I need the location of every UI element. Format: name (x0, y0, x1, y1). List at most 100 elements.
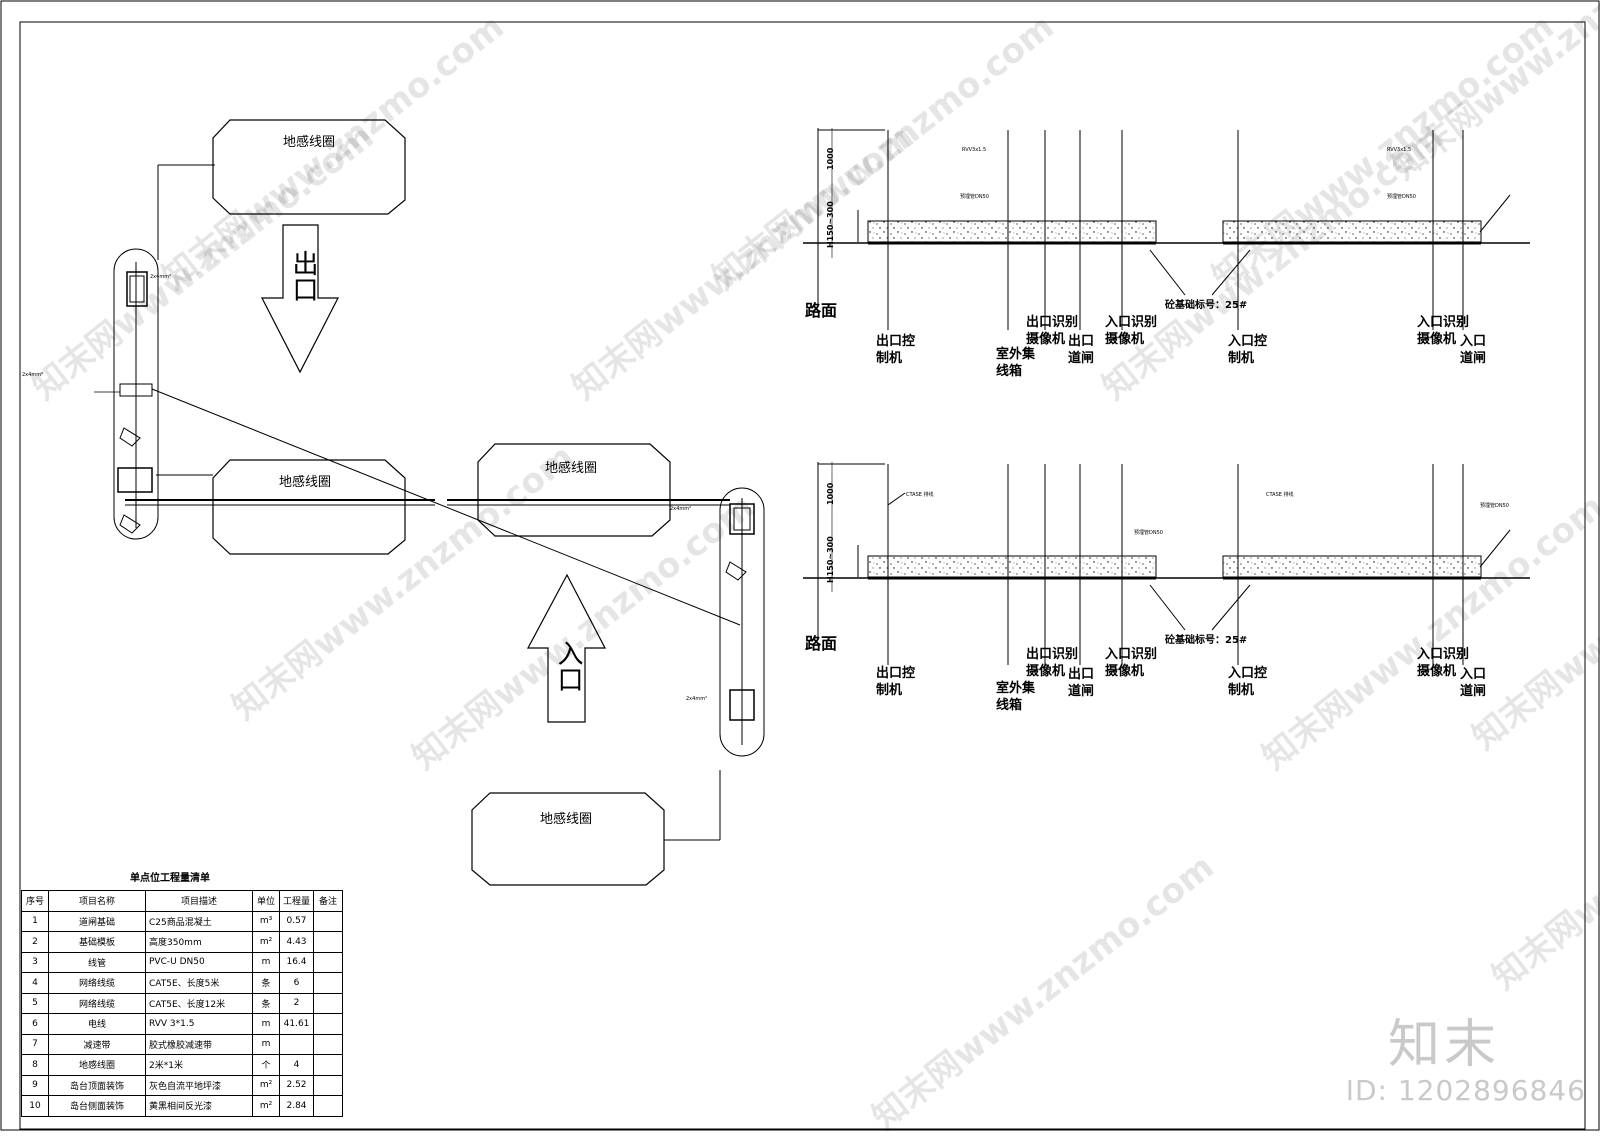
bom-cell: 10 (21, 1095, 49, 1117)
bom-cell: 线管 (48, 951, 146, 973)
bom-header: 项目描述 (145, 890, 253, 912)
bom-cell: 2.52 (278, 1074, 315, 1096)
pipe-mid-lower: 预埋管DN50 (1134, 530, 1163, 536)
road-label-upper: 路面 (805, 301, 838, 320)
entry-camera-lower: 入口识别 摄像机 (1105, 647, 1158, 679)
bom-cell: m² (252, 1074, 280, 1096)
entry-controller-lower: 入口控 制机 (1228, 666, 1268, 698)
bom-cell: 网络线缆 (48, 972, 146, 994)
outdoor-box-upper: 室外集 线箱 (996, 347, 1036, 379)
image-id: ID: 1202896846 (1345, 1074, 1586, 1107)
bom-cell (313, 931, 344, 953)
bom-cell: 高度350mm (145, 931, 253, 953)
bom-header: 单位 (252, 890, 280, 912)
bom-cell: 网络线缆 (48, 992, 146, 1014)
dim-h-upper: H150~300 (826, 201, 835, 248)
concrete-label-lower: 砼基础标号：25# (1165, 635, 1248, 646)
bom-cell: 条 (252, 992, 280, 1014)
bom-cell (313, 1013, 344, 1035)
bom-cell: 8 (21, 1054, 49, 1076)
pipe-left-upper: 预埋管DN50 (960, 194, 989, 200)
bom-cell: 9 (21, 1074, 49, 1096)
bom-cell: 2米*1米 (145, 1054, 253, 1076)
bom-header-row: 序号 项目名称 项目描述 单位 工程量 备注 (21, 890, 344, 912)
bom-cell: 灰色自流平地坪漆 (145, 1074, 253, 1096)
bom-cell: PVC-U DN50 (145, 951, 253, 973)
bom-cell: 岛台顶面装饰 (48, 1074, 146, 1096)
left-island (113, 164, 435, 540)
bom-header: 工程量 (278, 890, 315, 912)
bom-cell: m³ (252, 910, 280, 932)
bom-cell: 3 (21, 951, 49, 973)
loop-label-4: 地感线圈 (540, 812, 593, 827)
pipe-right-lower: 预埋管DN50 (1480, 503, 1509, 509)
bom-cell: 地感线圈 (48, 1054, 146, 1076)
bom-cell: 6 (278, 972, 315, 994)
exit-gate-lower: 出口 道闸 (1068, 667, 1095, 699)
exit-camera-lower: 出口识别 摄像机 (1026, 647, 1079, 679)
section-lower (803, 462, 1530, 665)
loop-label-3: 地感线圈 (545, 461, 598, 476)
bom-cell (313, 1033, 344, 1055)
bom-header: 备注 (313, 890, 344, 912)
bom-cell: 基础模板 (48, 931, 146, 953)
bom-cell: CAT5E、长度12米 (145, 992, 253, 1014)
loop-label-1: 地感线圈 (283, 135, 336, 150)
cable-mid-right-lower: CTASE 排线 (1266, 492, 1294, 498)
concrete-label-upper: 砼基础标号：25# (1165, 300, 1248, 311)
dim-1000-upper: 1000 (826, 147, 835, 170)
bom-cell: 个 (252, 1054, 280, 1076)
bom-cell: m² (252, 1095, 280, 1117)
cable-note-3: 2x4mm² (670, 506, 692, 512)
bom-cell: 1 (21, 910, 49, 932)
bom-cell: C25商品混凝土 (145, 910, 253, 932)
cable-top-left-upper: RVV3x1.5 (962, 147, 987, 153)
bom-cell: 2.84 (278, 1095, 315, 1117)
exit-arrow-label: 出口 (288, 250, 318, 302)
cable-note-2: 2x4mm² (22, 372, 44, 378)
direction-arrows (261, 224, 606, 723)
bom-cell: 0.57 (278, 910, 315, 932)
bom-title: 单点位工程量清单 (130, 873, 210, 884)
dim-1000-lower: 1000 (826, 482, 835, 505)
entry-controller-upper: 入口控 制机 (1228, 334, 1268, 366)
dim-h-lower: H150~300 (826, 536, 835, 583)
induction-loops (212, 119, 671, 886)
bom-cell (313, 992, 344, 1014)
bom-cell: 6 (21, 1013, 49, 1035)
entry-camera-right-upper: 入口识别 摄像机 (1417, 315, 1470, 347)
bom-cell: 条 (252, 972, 280, 994)
bom-cell: CAT5E、长度5米 (145, 972, 253, 994)
bom-cell (313, 1054, 344, 1076)
bom-cell: 4.43 (278, 931, 315, 953)
bom-cell: m (252, 951, 280, 973)
bom-cell: m² (252, 931, 280, 953)
entry-arrow-label: 入口 (553, 640, 583, 692)
bom-cell (313, 910, 344, 932)
outdoor-box-lower: 室外集 线箱 (996, 681, 1036, 713)
bom-cell: RVV 3*1.5 (145, 1013, 253, 1035)
bom-cell (313, 1095, 344, 1117)
cable-mid-left-lower: CTASE 排线 (906, 492, 934, 498)
right-island (447, 487, 765, 841)
bom-cell (313, 1074, 344, 1096)
road-label-lower: 路面 (805, 634, 838, 653)
bom-cell: 41.61 (278, 1013, 315, 1035)
exit-controller-lower: 出口控 制机 (876, 666, 916, 698)
bom-cell: 4 (278, 1054, 315, 1076)
cable-note-4: 2x4mm² (686, 696, 708, 702)
bom-cell: 减速带 (48, 1033, 146, 1055)
entry-camera-right-lower: 入口识别 摄像机 (1417, 647, 1470, 679)
entry-camera-upper: 入口识别 摄像机 (1105, 315, 1158, 347)
bom-cell: 5 (21, 992, 49, 1014)
bom-cell (278, 1033, 315, 1055)
entry-gate-lower: 入口 道闸 (1460, 667, 1487, 699)
exit-controller-upper: 出口控 制机 (876, 334, 916, 366)
